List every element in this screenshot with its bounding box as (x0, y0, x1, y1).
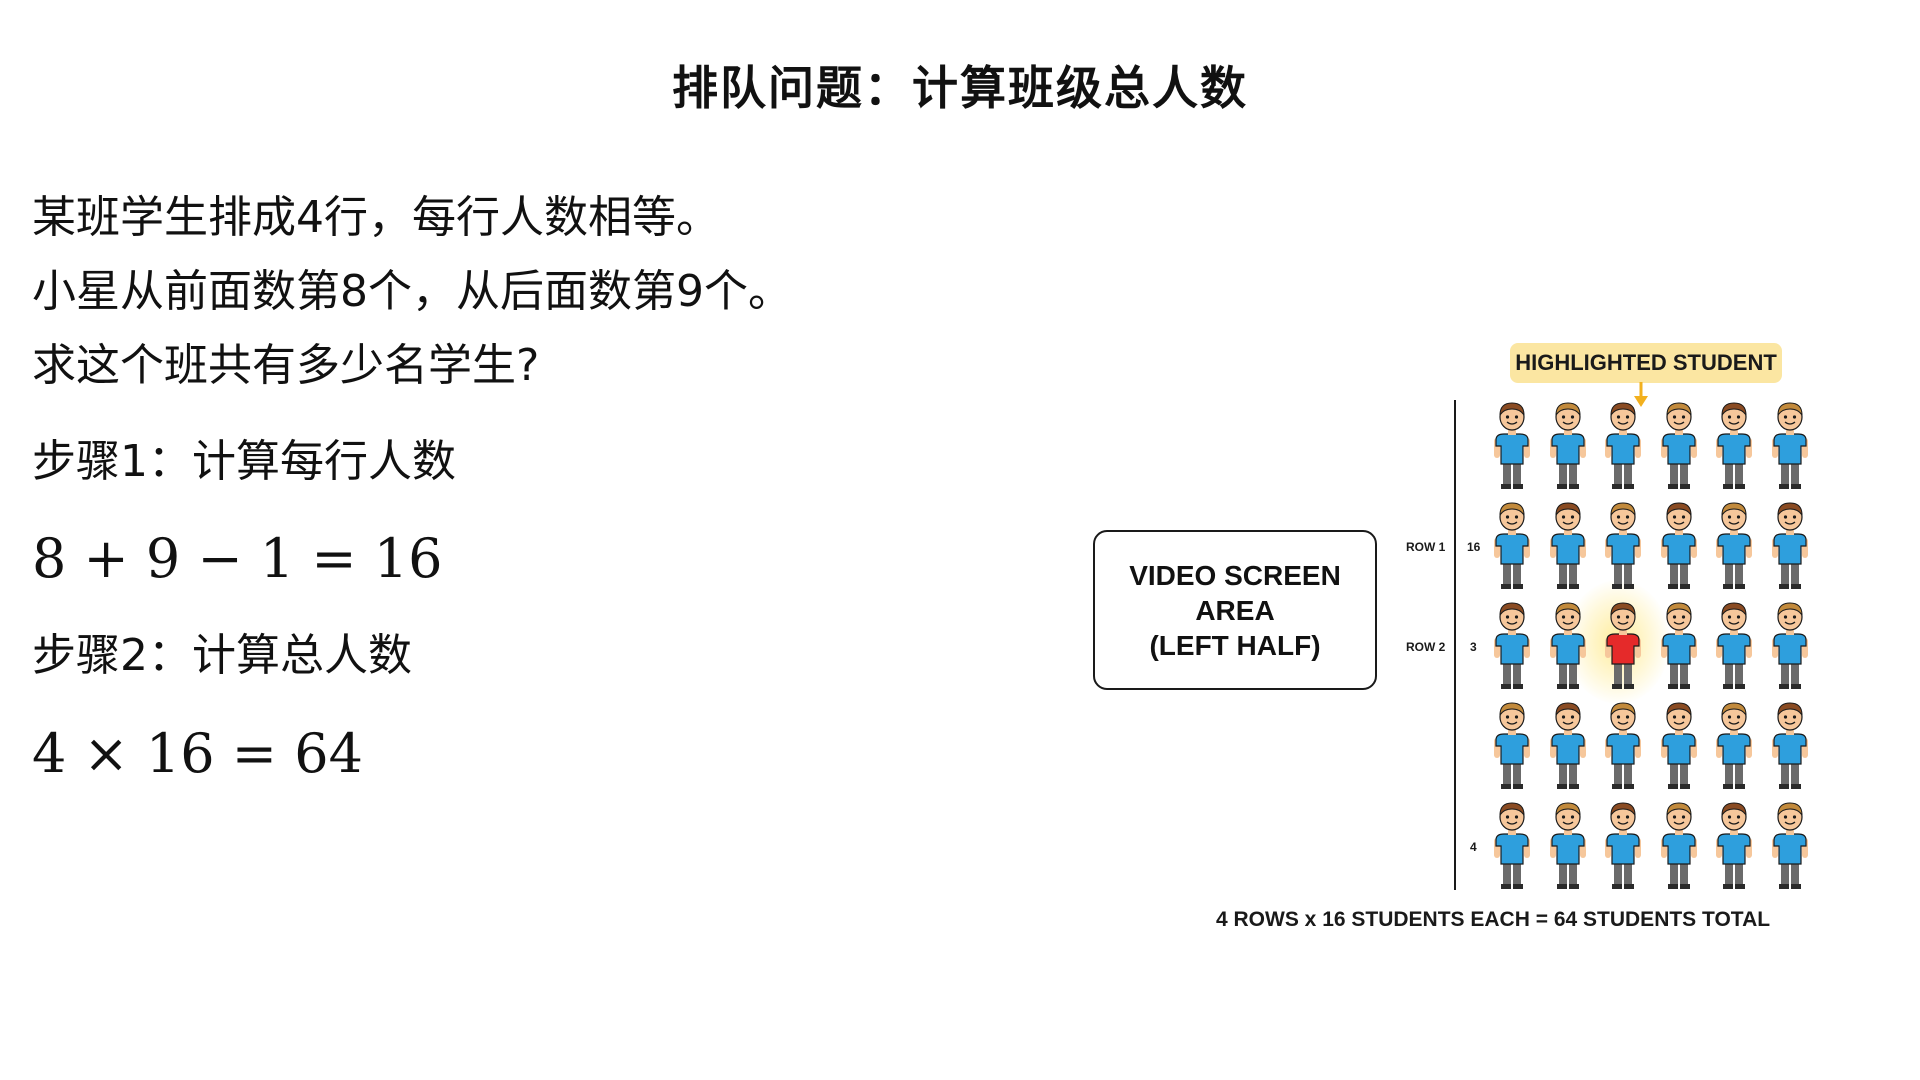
illustration-caption: 4 ROWS x 16 STUDENTS EACH = 64 STUDENTS … (1216, 908, 1771, 931)
page-title: 排队问题：计算班级总人数 (672, 61, 1248, 115)
step-1-label: 步骤1：计算每行人数 (32, 436, 456, 487)
student-icon (1768, 600, 1812, 692)
student-icon (1768, 500, 1812, 592)
student-icon (1601, 400, 1645, 492)
student-icon (1768, 400, 1812, 492)
student-icon (1490, 500, 1534, 592)
student-icon (1712, 600, 1756, 692)
student-icon (1657, 400, 1701, 492)
student-icon (1768, 700, 1812, 792)
row-axis-line (1454, 400, 1456, 890)
row-number-16: 16 (1467, 540, 1481, 554)
student-icon (1546, 700, 1590, 792)
video-screen-placeholder: VIDEO SCREEN AREA (LEFT HALF) (1093, 530, 1377, 690)
student-icon (1490, 800, 1534, 892)
row-label-1: ROW 1 (1406, 540, 1446, 554)
row-number-3: 3 (1470, 640, 1477, 654)
student-icon (1657, 700, 1701, 792)
student-icon (1490, 600, 1534, 692)
student-icon (1601, 700, 1645, 792)
highlighted-student-label: HIGHLIGHTED STUDENT (1510, 343, 1782, 383)
student-icon (1712, 700, 1756, 792)
student-icon (1712, 500, 1756, 592)
video-box-line-3: (LEFT HALF) (1149, 629, 1321, 661)
row-label-2: ROW 2 (1406, 640, 1446, 654)
student-icon (1657, 600, 1701, 692)
problem-line-1: 某班学生排成4行，每行人数相等。 (32, 192, 720, 243)
student-icon (1490, 700, 1534, 792)
student-icon (1490, 400, 1534, 492)
student-icon (1546, 500, 1590, 592)
step-2-label: 步骤2：计算总人数 (32, 630, 412, 681)
student-icon (1546, 800, 1590, 892)
problem-line-2: 小星从前面数第8个，从后面数第9个。 (32, 266, 792, 317)
student-icon (1712, 800, 1756, 892)
student-icon (1712, 400, 1756, 492)
student-icon (1657, 800, 1701, 892)
highlighted-student-icon (1601, 600, 1645, 692)
student-icon (1546, 400, 1590, 492)
student-icon (1546, 600, 1590, 692)
step-2-equation: 4 × 16 = 64 (32, 722, 363, 785)
student-icon (1768, 800, 1812, 892)
down-arrow-icon (1634, 382, 1648, 407)
video-box-line-1: VIDEO SCREEN (1129, 559, 1341, 591)
student-icon (1601, 500, 1645, 592)
row-number-4: 4 (1470, 840, 1477, 854)
video-box-line-2: AREA (1195, 594, 1275, 626)
step-1-equation: 8 + 9 − 1 = 16 (32, 527, 443, 590)
student-icon (1657, 500, 1701, 592)
problem-line-3: 求这个班共有多少名学生? (32, 340, 540, 391)
student-icon (1601, 800, 1645, 892)
